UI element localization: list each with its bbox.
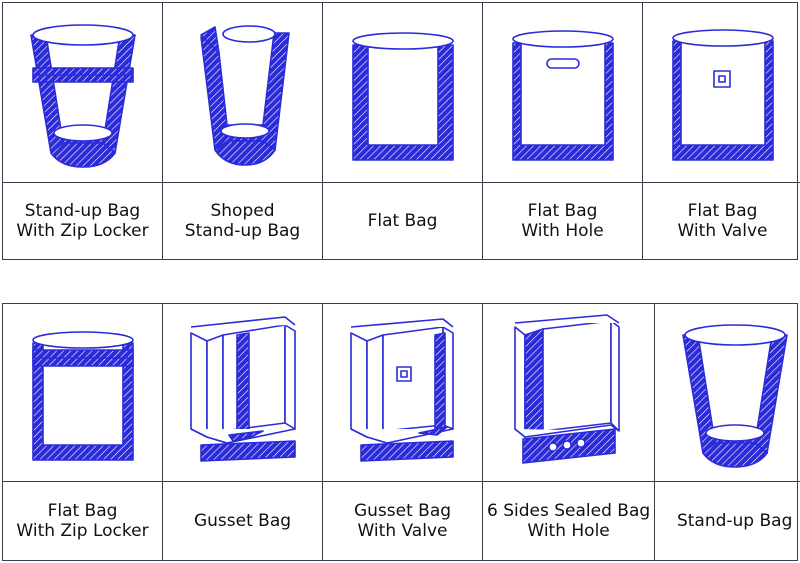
bag-image-cell [655, 304, 800, 482]
label-line: Flat Bag [47, 501, 118, 521]
flat-bag-hole-icon [512, 29, 614, 161]
label-line: Gusset Bag [353, 501, 452, 521]
label-line: Shoped [210, 201, 275, 221]
label-line: Stand-up Bag [184, 221, 301, 241]
label-line: Stand-up Bag [24, 201, 141, 221]
shoped-stand-up-bag-icon [200, 24, 290, 166]
label-line: Flat Bag [687, 201, 758, 221]
label-line: With Hole [521, 221, 604, 241]
label-line: With Zip Locker [16, 521, 149, 541]
flat-bag-icon [352, 31, 454, 161]
gusset-bag-icon [190, 315, 296, 462]
bag-image-cell [323, 3, 483, 183]
flat-bag-valve-icon [672, 28, 774, 161]
label-line: Gusset Bag [193, 511, 292, 531]
label-line: With Valve [357, 521, 448, 541]
label-line: Flat Bag [527, 201, 598, 221]
flat-bag-zip-icon [32, 330, 134, 461]
label-line: With Valve [677, 221, 768, 241]
bag-image-cell [323, 304, 483, 482]
six-sides-sealed-bag-hole-icon [514, 313, 620, 464]
bag-image-cell [3, 3, 163, 183]
bag-label: Gusset Bag [163, 482, 323, 560]
label-line: With Zip Locker [16, 221, 149, 241]
bag-image-cell [643, 3, 800, 183]
bag-image-cell [483, 3, 643, 183]
label-line: Stand-up Bag [676, 511, 793, 531]
bag-image-cell [163, 304, 323, 482]
bag-image-cell [3, 304, 163, 482]
bag-image-cell [163, 3, 323, 183]
label-line: Flat Bag [367, 211, 438, 231]
bag-label: Stand-up Bag [655, 482, 800, 560]
bag-label: Flat Bag [323, 183, 483, 259]
stand-up-bag-zip-icon [30, 23, 136, 168]
label-line: With Hole [527, 521, 610, 541]
bag-image-cell [483, 304, 656, 482]
label-line: 6 Sides Sealed Bag [487, 501, 651, 521]
gusset-bag-valve-icon [350, 317, 454, 462]
stand-up-bag-icon [682, 323, 788, 468]
